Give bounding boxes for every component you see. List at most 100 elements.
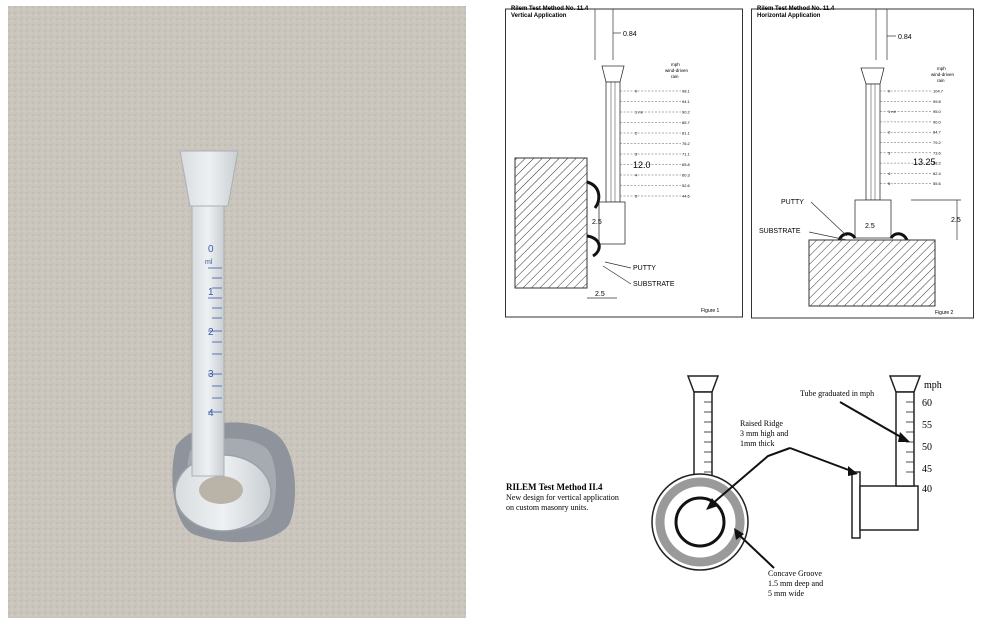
fig1-tick-label: 3 <box>635 152 638 157</box>
fig1-subtitle: Vertical Application <box>511 13 567 19</box>
fig2-tick-label: 3 <box>888 150 891 155</box>
fig2-scale-value: 104.7 <box>933 89 944 94</box>
fig1-tick-label: 1 ml <box>635 110 643 115</box>
fig1-funnel <box>601 65 625 83</box>
fig2-scale-value: 68.2 <box>933 161 942 166</box>
fig1-dim-height: 12.0 <box>633 160 651 170</box>
fig1-scale-value: 81.1 <box>682 131 691 136</box>
fig1-scale-value: 71.1 <box>682 152 691 157</box>
fig2-caption: Figure 2 <box>935 310 954 316</box>
fig1-tube <box>605 81 621 203</box>
fig3-scale-40: 40 <box>922 484 932 495</box>
fig2-scale-h1: mph <box>937 66 946 71</box>
fig2-scale-h3: rain <box>937 78 945 83</box>
fig1-body <box>598 201 626 245</box>
fig1-dim-inner: 2.5 <box>592 219 602 226</box>
figure-3: RILEM Test Method II.4 New design for ve… <box>500 372 970 622</box>
fig3-desc-1: New design for vertical application <box>506 493 619 502</box>
fig2-putty-label: PUTTY <box>781 199 804 206</box>
figure-3-drawing: RILEM Test Method II.4 New design for ve… <box>506 375 942 598</box>
fig3-scale-60: 60 <box>922 398 932 409</box>
fig1-scale-h1: mph <box>671 62 680 67</box>
fig2-scale-value: 95.0 <box>933 109 942 114</box>
fig2-tick-label: 5 <box>888 181 891 186</box>
fig2-scale-value: 55.6 <box>933 181 942 186</box>
fig2-tick-label: 0 <box>888 89 891 94</box>
test-photo: 0 ml 1 2 3 4 <box>8 6 466 618</box>
fig2-dim-inner: 2.5 <box>865 223 875 230</box>
fig3-ridge-ring <box>674 496 726 548</box>
fig1-dim-top: 0.84 <box>623 31 637 38</box>
fig1-scale-h3: rain <box>671 74 679 79</box>
fig1-dim-base: 2.5 <box>595 291 605 298</box>
fig1-scale-value: 98.1 <box>682 89 691 94</box>
fig2-tick-label: 2 <box>888 130 891 135</box>
fig2-body <box>854 199 892 239</box>
cylinder-tube <box>191 195 225 477</box>
fig2-title: Rilem Test Method No. 11.4 <box>757 6 835 12</box>
cyl-mark-0: 0 <box>208 244 214 255</box>
fig3-front-funnel <box>686 375 720 393</box>
fig2-scale-value: 62.4 <box>933 171 942 176</box>
fig2-scale-value: 90.0 <box>933 119 942 124</box>
fig2-scale-value: 84.7 <box>933 130 942 135</box>
fig1-scale-h2: wind-driven <box>665 68 689 73</box>
fig1-tick-label: 5 <box>635 194 638 199</box>
fig1-tick-label: 2 <box>635 131 638 136</box>
fig1-substrate-label: SUBSTRATE <box>633 281 675 288</box>
fig2-tick-label: 1 ml <box>888 109 896 114</box>
fig2-scale-value: 73.6 <box>933 150 942 155</box>
fig1-scale-value: 60.3 <box>682 173 691 178</box>
fig1-scale-value: 76.2 <box>682 141 691 146</box>
fig2-substrate <box>808 239 936 307</box>
cylinder-ticks <box>208 267 222 413</box>
fig3-ridge-l1: Raised Ridge <box>740 419 783 428</box>
fig2-funnel <box>860 67 885 85</box>
fig3-side-body <box>859 485 919 531</box>
fig3-groove-l3: 5 mm wide <box>768 589 804 598</box>
fig3-tube-label: Tube graduated in mph <box>800 389 874 398</box>
fig1-scale-value: 85.7 <box>682 120 691 125</box>
fig3-desc-2: on custom masonry units. <box>506 503 588 512</box>
fig1-scale-value: 90.2 <box>682 110 691 115</box>
figure-2: Rilem Test Method No. 11.4 Horizontal Ap… <box>751 0 976 320</box>
fig3-title: RILEM Test Method II.4 <box>506 482 603 492</box>
fig1-title: Rilem Test Method No. 11.4 <box>511 6 589 12</box>
fig3-groove-ring <box>655 477 745 567</box>
photo-drawing: 0 ml 1 2 3 4 <box>8 6 466 618</box>
fig2-scale-value: 79.2 <box>933 140 942 145</box>
figure-1-drawing: Rilem Test Method No. 11.4 Vertical Appl… <box>505 6 743 318</box>
fig3-ridge-l3: 1mm thick <box>740 439 774 448</box>
fig3-groove-l2: 1.5 mm deep and <box>768 579 823 588</box>
fig1-tick-label: 0 <box>635 89 638 94</box>
fig1-scale-value: 44.6 <box>682 194 691 199</box>
fig1-tick-label: 4 <box>635 173 638 178</box>
fig2-tick-label: 4 <box>888 171 891 176</box>
fig1-putty-label: PUTTY <box>633 265 656 272</box>
cyl-mark-2: 2 <box>208 327 214 338</box>
fig3-side-flange <box>851 471 861 539</box>
fig3-ridge-l2: 3 mm high and <box>740 429 788 438</box>
fig2-tube <box>865 83 881 201</box>
fig1-scale-value: 94.1 <box>682 99 691 104</box>
cyl-mark-3: 3 <box>208 369 214 380</box>
fig2-substrate-label: SUBSTRATE <box>759 228 801 235</box>
figure-1: Rilem Test Method No. 11.4 Vertical Appl… <box>505 0 743 318</box>
cyl-mark-ml: ml <box>205 259 213 266</box>
fig1-caption: Figure 1 <box>701 308 720 314</box>
fig3-scale-50: 50 <box>922 442 932 453</box>
fig1-substrate <box>514 157 588 289</box>
fig2-scale-value: 99.8 <box>933 99 942 104</box>
fig1-scale-value: 52.6 <box>682 183 691 188</box>
fig2-dim-height: 13.25 <box>913 157 936 167</box>
fig2-dim-side: 2.5 <box>951 217 961 224</box>
fig1-scale-value: 65.8 <box>682 162 691 167</box>
fig3-unit: mph <box>924 380 942 391</box>
fig2-subtitle: Horizontal Application <box>757 13 821 19</box>
cyl-mark-4: 4 <box>208 408 214 419</box>
cylinder-funnel <box>179 150 239 207</box>
fig3-scale-45: 45 <box>922 464 932 475</box>
fig1-putty <box>586 180 601 258</box>
figure-2-drawing: Rilem Test Method No. 11.4 Horizontal Ap… <box>751 6 974 319</box>
cyl-mark-1: 1 <box>208 287 214 298</box>
